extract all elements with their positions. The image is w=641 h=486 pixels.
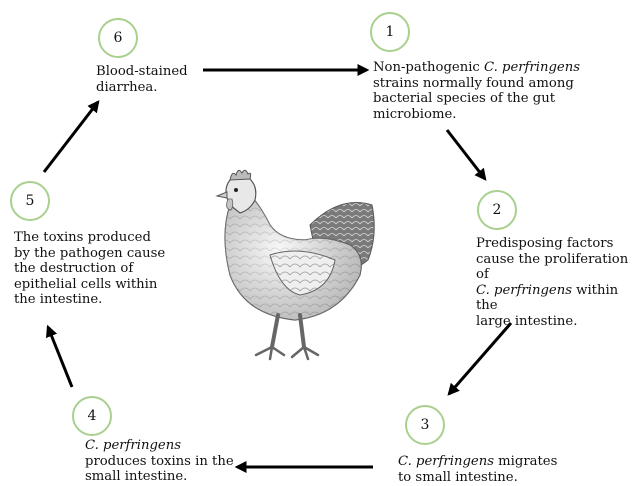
text-segment: diarrhea. — [96, 79, 158, 95]
step-3-circle: 3 — [405, 405, 445, 445]
text-segment: The toxins produced — [14, 230, 151, 245]
text-segment: by the pathogen cause — [14, 245, 166, 261]
arrow-4-to-5 — [45, 324, 74, 388]
step-text-line: microbiome. — [373, 107, 580, 123]
step-text-line: strains normally found among — [373, 76, 580, 92]
text-segment: epithelial cells within — [14, 276, 158, 292]
arrow-2-to-3 — [447, 322, 513, 396]
step-text-line: to small intestine. — [398, 470, 557, 486]
step-text-line: C. perfringens — [85, 438, 234, 454]
step-text-line: epithelial cells within — [14, 277, 165, 293]
text-segment: large intestine. — [476, 313, 578, 329]
step-text-line: bacterial species of the gut — [373, 91, 580, 107]
text-segment: Blood-stained — [96, 64, 188, 79]
text-segment: the destruction of — [14, 261, 134, 276]
text-segment: small intestine. — [85, 469, 188, 484]
step-text-line: the destruction of — [14, 261, 165, 277]
text-segment: produces toxins in the — [85, 453, 234, 469]
arrow-1-to-2 — [445, 129, 487, 181]
arrow-5-to-6 — [42, 100, 100, 173]
step-text-line: large intestine. — [476, 314, 641, 330]
step-4-circle: 4 — [72, 396, 112, 436]
text-segment: migrates — [493, 454, 558, 469]
hen-illustration — [215, 169, 375, 361]
text-segment: within the — [476, 282, 619, 314]
step-text-line: cause the proliferation of — [476, 252, 641, 283]
step-2-circle: 2 — [477, 190, 517, 230]
text-segment: Non-pathogenic — [373, 60, 484, 75]
text-segment: bacterial species of the gut — [373, 91, 556, 106]
step-text-line: Blood-stained — [96, 64, 188, 80]
step-text-line: by the pathogen cause — [14, 246, 165, 262]
step-text-line: diarrhea. — [96, 80, 188, 96]
species-name: C. perfringens — [476, 282, 572, 298]
step-text-line: produces toxins in the — [85, 454, 234, 470]
step-1-circle: 1 — [370, 12, 410, 52]
step-text-line: small intestine. — [85, 469, 234, 485]
species-name: C. perfringens — [398, 454, 494, 469]
step-text-line: the intestine. — [14, 292, 165, 308]
step-text-line: C. perfringens within the — [476, 283, 641, 314]
step-text-line: C. perfringens migrates — [398, 454, 557, 470]
step-5-circle: 5 — [10, 181, 50, 221]
text-segment: cause the proliferation of — [476, 251, 629, 283]
species-name: C. perfringens — [484, 60, 580, 75]
step-text-line: Non-pathogenic C. perfringens — [373, 60, 580, 76]
text-segment: to small intestine. — [398, 469, 518, 485]
text-segment: microbiome. — [373, 106, 457, 122]
step-text-line: The toxins produced — [14, 230, 165, 246]
step-text-line: Predisposing factors — [476, 236, 641, 252]
species-name: C. perfringens — [85, 438, 181, 453]
text-segment: the intestine. — [14, 292, 103, 307]
step-6-circle: 6 — [98, 18, 138, 58]
text-segment: Predisposing factors — [476, 236, 614, 251]
text-segment: strains normally found among — [373, 75, 574, 91]
